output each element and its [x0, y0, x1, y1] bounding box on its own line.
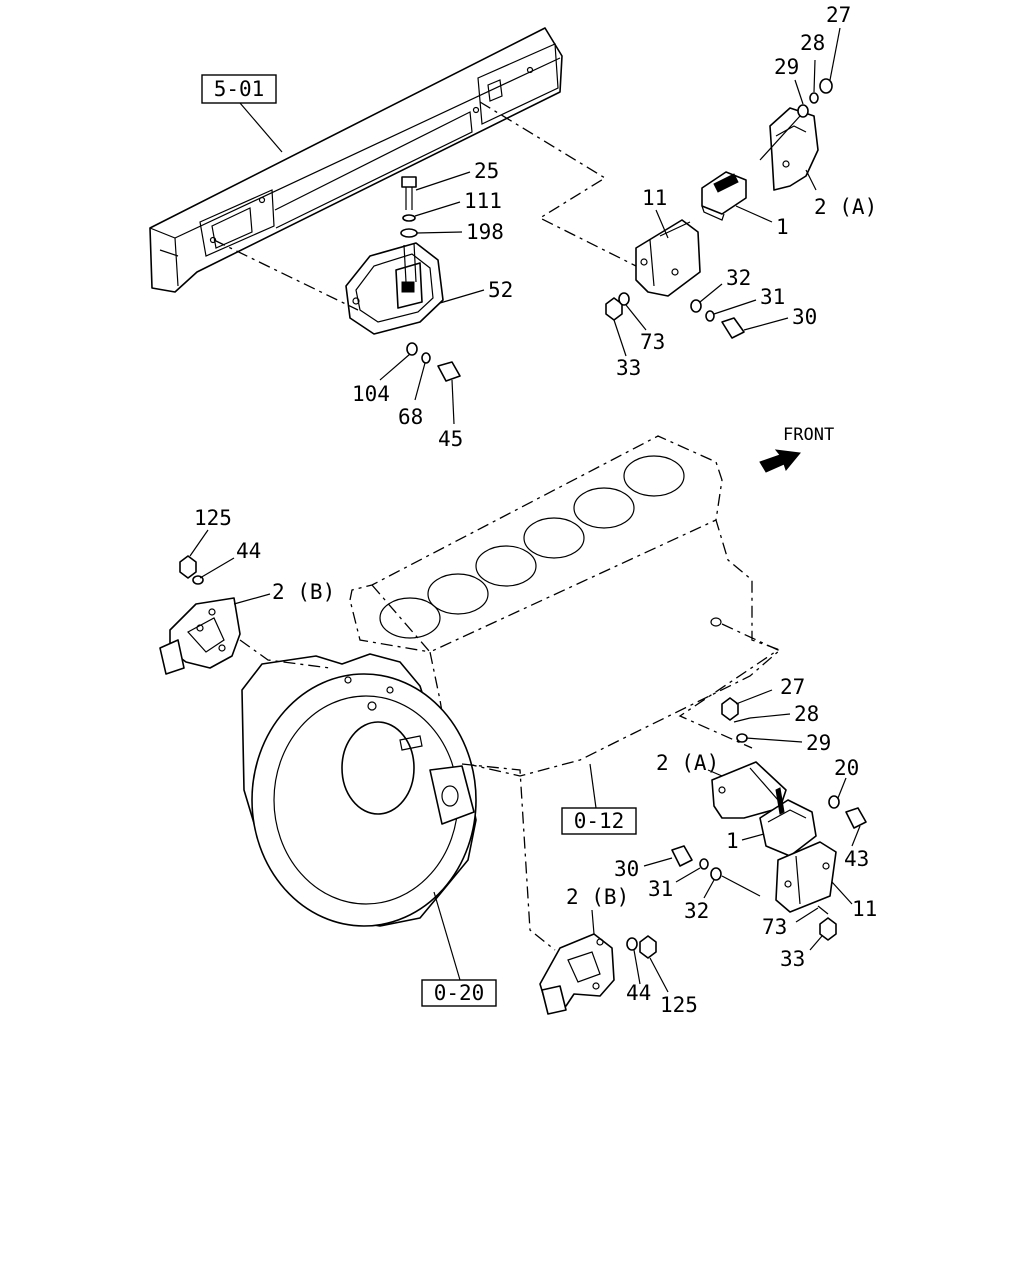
flywheel-housing-reference-box: 0-20 — [421, 891, 497, 1007]
callout-front-frame-bracket: 11 — [852, 897, 877, 921]
lower-engine-bracket-callouts: 2 (B) 44 125 — [566, 885, 698, 1017]
right-mount-frame-bracket — [635, 219, 701, 297]
front-right-washer-a — [710, 867, 722, 881]
callout-right-insulator: 1 — [776, 215, 789, 239]
callout-right-washer-b: 73 — [640, 330, 665, 354]
right-mount-front-washer — [618, 292, 630, 306]
callout-right-bracket: 2 (A) — [814, 195, 877, 219]
callout-right-washer: 29 — [774, 55, 799, 79]
callout-rear-bracket: 52 — [488, 278, 513, 302]
flywheel-housing-reference-label: 0-20 — [434, 981, 485, 1005]
callout-front-bracket: 2 (A) — [656, 751, 719, 775]
right-mount-insulator — [701, 171, 747, 221]
callout-right-bolt: 30 — [792, 305, 817, 329]
callout-front-washer-a: 32 — [684, 899, 709, 923]
left-engine-bracket — [159, 597, 241, 675]
rear-mount-bolt — [401, 176, 417, 210]
callout-left-bracket: 2 (B) — [272, 580, 335, 604]
right-mount-engine-bracket — [769, 107, 819, 191]
callout-rear-spring-washer: 111 — [464, 189, 502, 213]
lower-engine-bracket — [539, 933, 615, 1015]
front-right-stud-line — [721, 875, 761, 897]
front-right-nut-c — [819, 917, 837, 941]
callout-right-nut: 27 — [826, 3, 851, 27]
callout-rear-bolt: 25 — [474, 159, 499, 183]
right-mount-front-nut — [605, 297, 623, 321]
callout-lower-bracket: 2 (B) — [566, 885, 629, 909]
rear-mount-lower-spring-washer — [421, 352, 431, 364]
callout-lower-washer: 44 — [626, 981, 651, 1005]
front-right-washer-b — [828, 795, 840, 809]
front-right-insulator — [759, 787, 817, 857]
callout-front-insulator: 1 — [726, 829, 739, 853]
flywheel-hidden-line-right — [461, 763, 556, 951]
rear-mount-lower-bolt — [437, 361, 461, 382]
right-mount-hidden-line — [479, 101, 641, 269]
callout-right-nut-b: 33 — [616, 356, 641, 380]
frame-crossmember — [149, 27, 563, 293]
right-mount-washer — [797, 104, 809, 118]
rear-mount-hidden-line — [213, 239, 359, 311]
callout-rear-washer: 198 — [466, 220, 504, 244]
front-right-bolt-b — [845, 807, 867, 829]
rear-mount-spring-washer — [402, 214, 416, 222]
front-right-spring-washer-a — [699, 858, 709, 870]
front-right-frame-bracket — [775, 841, 837, 913]
right-mount-lower-washer — [690, 299, 702, 313]
flywheel-hidden-line-left — [239, 639, 331, 669]
rear-mount-lower-washer — [406, 342, 418, 356]
front-right-engine-bracket — [711, 761, 787, 819]
callout-right-frame-bracket: 11 — [642, 186, 667, 210]
cylinder-block-reference-box: 0-12 — [561, 763, 637, 835]
callout-front-spring-washer-a: 31 — [648, 877, 673, 901]
rear-mount-callouts: 25 111 198 52 104 68 45 — [352, 159, 513, 451]
front-right-callouts: 27 28 29 2 (A) 20 1 43 30 31 32 11 73 33 — [614, 675, 877, 971]
right-mount-stud-line — [759, 115, 801, 161]
front-direction: FRONT — [759, 425, 834, 473]
front-right-nut — [721, 697, 739, 721]
front-right-bolt — [671, 845, 693, 867]
right-mount-spring-washer — [809, 92, 819, 104]
front-right-washer — [736, 733, 748, 743]
callout-right-washer-a: 32 — [726, 266, 751, 290]
callout-rear-lower-washer: 104 — [352, 382, 390, 406]
front-arrow-icon — [759, 449, 801, 473]
frame-reference-box: 5-01 — [201, 74, 283, 153]
front-right-spring-washer — [733, 717, 751, 723]
callout-front-nut-c: 33 — [780, 947, 805, 971]
cylinder-block-reference-label: 0-12 — [574, 809, 625, 833]
callout-front-nut: 27 — [780, 675, 805, 699]
callout-front-bolt: 30 — [614, 857, 639, 881]
left-engine-bracket-callouts: 125 44 2 (B) — [189, 506, 335, 605]
callout-lower-nut: 125 — [660, 993, 698, 1017]
right-mount-nut — [819, 78, 833, 94]
right-mount-lower-bolt — [721, 317, 745, 339]
callout-left-washer: 44 — [236, 539, 261, 563]
lower-engine-bracket-washer — [626, 937, 638, 951]
callout-front-spring-washer: 28 — [794, 702, 819, 726]
left-engine-bracket-nut — [179, 555, 197, 579]
callout-rear-lower-spring-washer: 68 — [398, 405, 423, 429]
callout-front-washer: 29 — [806, 731, 831, 755]
frame-reference-label: 5-01 — [214, 77, 265, 101]
callout-front-washer-c: 73 — [762, 915, 787, 939]
front-right-washer-c — [817, 905, 829, 915]
callout-right-spring-washer-a: 31 — [760, 285, 785, 309]
callout-rear-lower-bolt: 45 — [438, 427, 463, 451]
callout-front-bolt-b: 43 — [844, 847, 869, 871]
right-mount-lower-spring-washer — [705, 310, 715, 322]
rear-mount-bracket — [345, 242, 444, 335]
front-direction-label: FRONT — [783, 425, 834, 445]
flywheel-housing — [241, 653, 477, 927]
right-mount-callouts: 27 28 29 2 (A) 1 11 32 31 30 33 73 — [613, 3, 877, 380]
rear-mount-washer — [400, 228, 418, 238]
front-right-hidden-line — [678, 623, 780, 749]
lower-engine-bracket-nut — [639, 935, 657, 959]
callout-right-spring-washer: 28 — [800, 31, 825, 55]
callout-left-nut: 125 — [194, 506, 232, 530]
callout-front-washer-b: 20 — [834, 756, 859, 780]
